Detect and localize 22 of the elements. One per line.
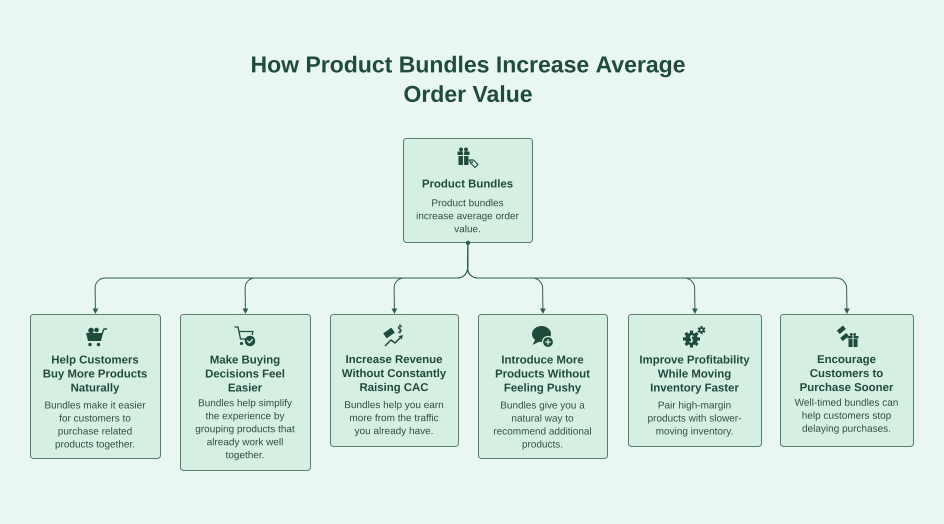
card-heading: Encourage Customers to Purchase Sooner bbox=[800, 355, 894, 392]
card-heading: Improve Profitability While Moving Inventory Faster bbox=[640, 355, 750, 394]
card-text: Well-timed bundles can help customers stop delaying purchases. bbox=[794, 398, 898, 434]
info-card bbox=[628, 314, 762, 447]
card-text: Pair high-margin products with slower-moving inventory. bbox=[648, 401, 741, 437]
card-heading: Help Customers Buy More Products Naturally bbox=[44, 355, 147, 394]
title: How Product Bundles Increase Average Order Value bbox=[252, 56, 685, 102]
card-text: Bundles help simplify the experience by grouping products that already work well together. bbox=[196, 398, 295, 460]
card-text: Product bundles increase average order value. bbox=[416, 198, 519, 232]
info-card bbox=[330, 314, 459, 447]
card-heading: Make Buying Decisions Feel Easier bbox=[206, 355, 284, 392]
info-card bbox=[478, 314, 608, 459]
card-text: Bundles help you earn more from the traffic you already have. bbox=[345, 400, 444, 436]
info-card bbox=[780, 314, 914, 447]
info-card bbox=[30, 314, 161, 459]
card-heading: Increase Revenue Without Constantly Raising CAC bbox=[342, 355, 446, 394]
card-heading: Introduce More Products Without Feeling Pushy bbox=[496, 355, 590, 394]
card-text: Bundles give you a natural way to recommend additional products. bbox=[494, 401, 591, 450]
info-card bbox=[403, 138, 533, 246]
card-heading: Product Bundles bbox=[422, 179, 513, 188]
card-text: Bundles make it easier for customers to purchase related products together. bbox=[45, 401, 146, 450]
info-card bbox=[180, 314, 311, 471]
